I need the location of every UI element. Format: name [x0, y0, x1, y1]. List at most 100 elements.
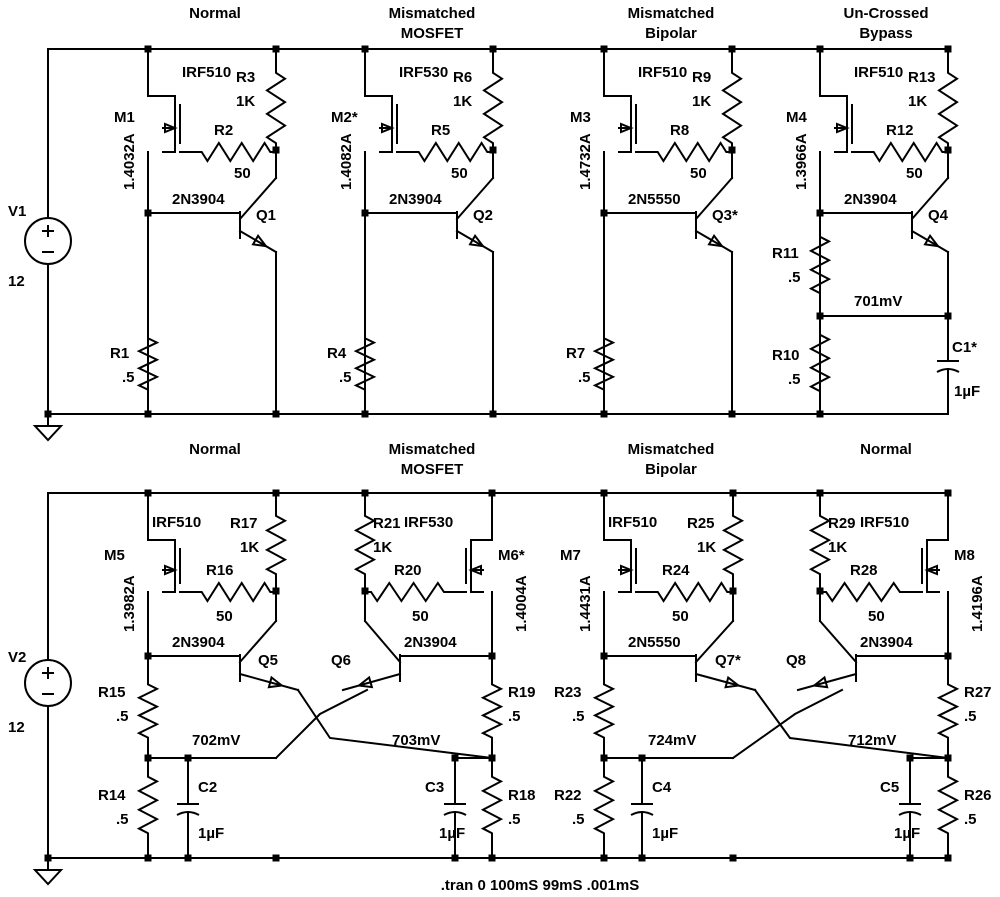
gate-resistor-value: 1K	[240, 539, 259, 556]
junction-dot	[944, 652, 952, 660]
resistor-symbol	[136, 680, 160, 742]
resistor-symbol	[592, 772, 616, 838]
junction-dot	[272, 854, 280, 862]
junction-dot	[144, 410, 152, 418]
drain-current: 1.3966A	[793, 133, 810, 190]
bjt-emitter	[694, 229, 734, 254]
node-voltage: 701mV	[854, 293, 902, 310]
junction-dot	[144, 489, 152, 497]
junction-dot	[144, 854, 152, 862]
mosfet-model: IRF510	[152, 514, 201, 531]
junction-dot	[451, 754, 459, 762]
bjt-emitter	[455, 229, 495, 254]
junction-dot	[944, 146, 952, 154]
gate-resistor-ref: R17	[230, 515, 258, 532]
mosfet-arrow	[620, 564, 634, 576]
junction-dot	[272, 146, 280, 154]
junction-dots	[44, 45, 952, 862]
mosfet-ref: M8	[954, 547, 975, 564]
capacitor-plate	[176, 811, 200, 816]
junction-dot	[272, 410, 280, 418]
junction-dot	[489, 45, 497, 53]
resistor-symbol	[592, 680, 616, 742]
lower-sense-resistor-value: .5	[572, 811, 585, 828]
resistor-symbol	[820, 581, 906, 603]
resistor-symbol	[652, 581, 733, 603]
drain-current: 1.4082A	[338, 133, 355, 190]
node-voltage: 702mV	[192, 732, 240, 749]
bjt-emitter-arrow	[468, 233, 486, 248]
junction-dot	[816, 410, 824, 418]
resistor-symbol	[480, 680, 504, 742]
cross-wire	[731, 688, 844, 760]
resistor-symbol	[808, 330, 832, 396]
mosfet-model: IRF510	[854, 64, 903, 81]
voltage-source-body	[24, 217, 72, 265]
upper-sense-resistor-value: .5	[572, 708, 585, 725]
drain-current: 1.4004A	[513, 575, 530, 632]
resistor-symbol	[721, 511, 745, 579]
bjt-collector	[910, 176, 950, 221]
bjt-collector	[694, 176, 734, 221]
junction-dot	[600, 854, 608, 862]
mosfet-ref: M4	[786, 109, 807, 126]
junction-dot	[729, 587, 737, 595]
feedback-resistor-ref: R8	[670, 122, 689, 139]
mosfet-ref: M6*	[498, 547, 525, 564]
bjt-emitter	[910, 229, 950, 254]
bjt-emitter	[238, 672, 300, 692]
panel-title: Normal	[189, 441, 241, 458]
gate-resistor-ref: R29	[828, 515, 856, 532]
capacitor-ref: C5	[880, 779, 899, 796]
panel-subtitle: Bypass	[859, 25, 912, 42]
junction-dot	[816, 45, 824, 53]
feedback-resistor-ref: R5	[431, 122, 450, 139]
junction-dot	[600, 209, 608, 217]
resistor-symbol	[196, 581, 276, 603]
mosfet-arrow	[468, 564, 482, 576]
bjt-collector	[455, 176, 495, 221]
capacitor-ref: C1*	[952, 339, 977, 356]
mosfet-arrow	[381, 122, 395, 134]
resistor-symbol	[136, 772, 160, 838]
sense-resistor-ref: R1	[110, 345, 129, 362]
v1-ref: V1	[8, 203, 26, 220]
bjt-collector	[818, 619, 858, 664]
panel-title: Un-Crossed	[843, 5, 928, 22]
junction-dot	[44, 410, 52, 418]
gate-resistor-value: 1K	[828, 539, 847, 556]
bjt-ref: Q8	[786, 652, 806, 669]
junction-dot	[600, 652, 608, 660]
resistor-symbol	[808, 511, 832, 579]
bjt-model: 2N3904	[172, 634, 225, 651]
sense-resistor-value: .5	[578, 369, 591, 386]
bjt-emitter-arrow	[724, 675, 741, 689]
bjt-collector	[238, 176, 278, 221]
resistor-symbol	[480, 772, 504, 838]
resistor-symbol	[652, 141, 732, 163]
capacitor-ref: C2	[198, 779, 217, 796]
bjt-ref: Q2	[473, 207, 493, 224]
capacitor-value: 1µF	[894, 825, 920, 842]
junction-dot	[361, 45, 369, 53]
junction-dot	[816, 489, 824, 497]
lower-sense-resistor-ref: R18	[508, 787, 536, 804]
feedback-resistor-value: 50	[451, 165, 468, 182]
resistor-symbol	[353, 334, 377, 394]
junction-dot	[944, 489, 952, 497]
junction-dot	[944, 45, 952, 53]
mosfet-arrow	[924, 564, 938, 576]
capacitor-plate	[630, 811, 654, 816]
node-voltage: 712mV	[848, 732, 896, 749]
resistor-symbol	[265, 67, 287, 149]
bjt-emitter-arrow	[923, 233, 941, 248]
panel-subtitle: MOSFET	[401, 461, 464, 478]
sense-resistor-value: .5	[339, 369, 352, 386]
capacitor-ref: C4	[652, 779, 672, 796]
resistor-symbol	[136, 334, 160, 394]
mosfet-model: IRF510	[182, 64, 231, 81]
lower-sense-resistor-ref: R10	[772, 347, 800, 364]
feedback-resistor-ref: R2	[214, 122, 233, 139]
bjt-ref: Q6	[331, 652, 351, 669]
feedback-resistor-ref: R16	[206, 562, 234, 579]
